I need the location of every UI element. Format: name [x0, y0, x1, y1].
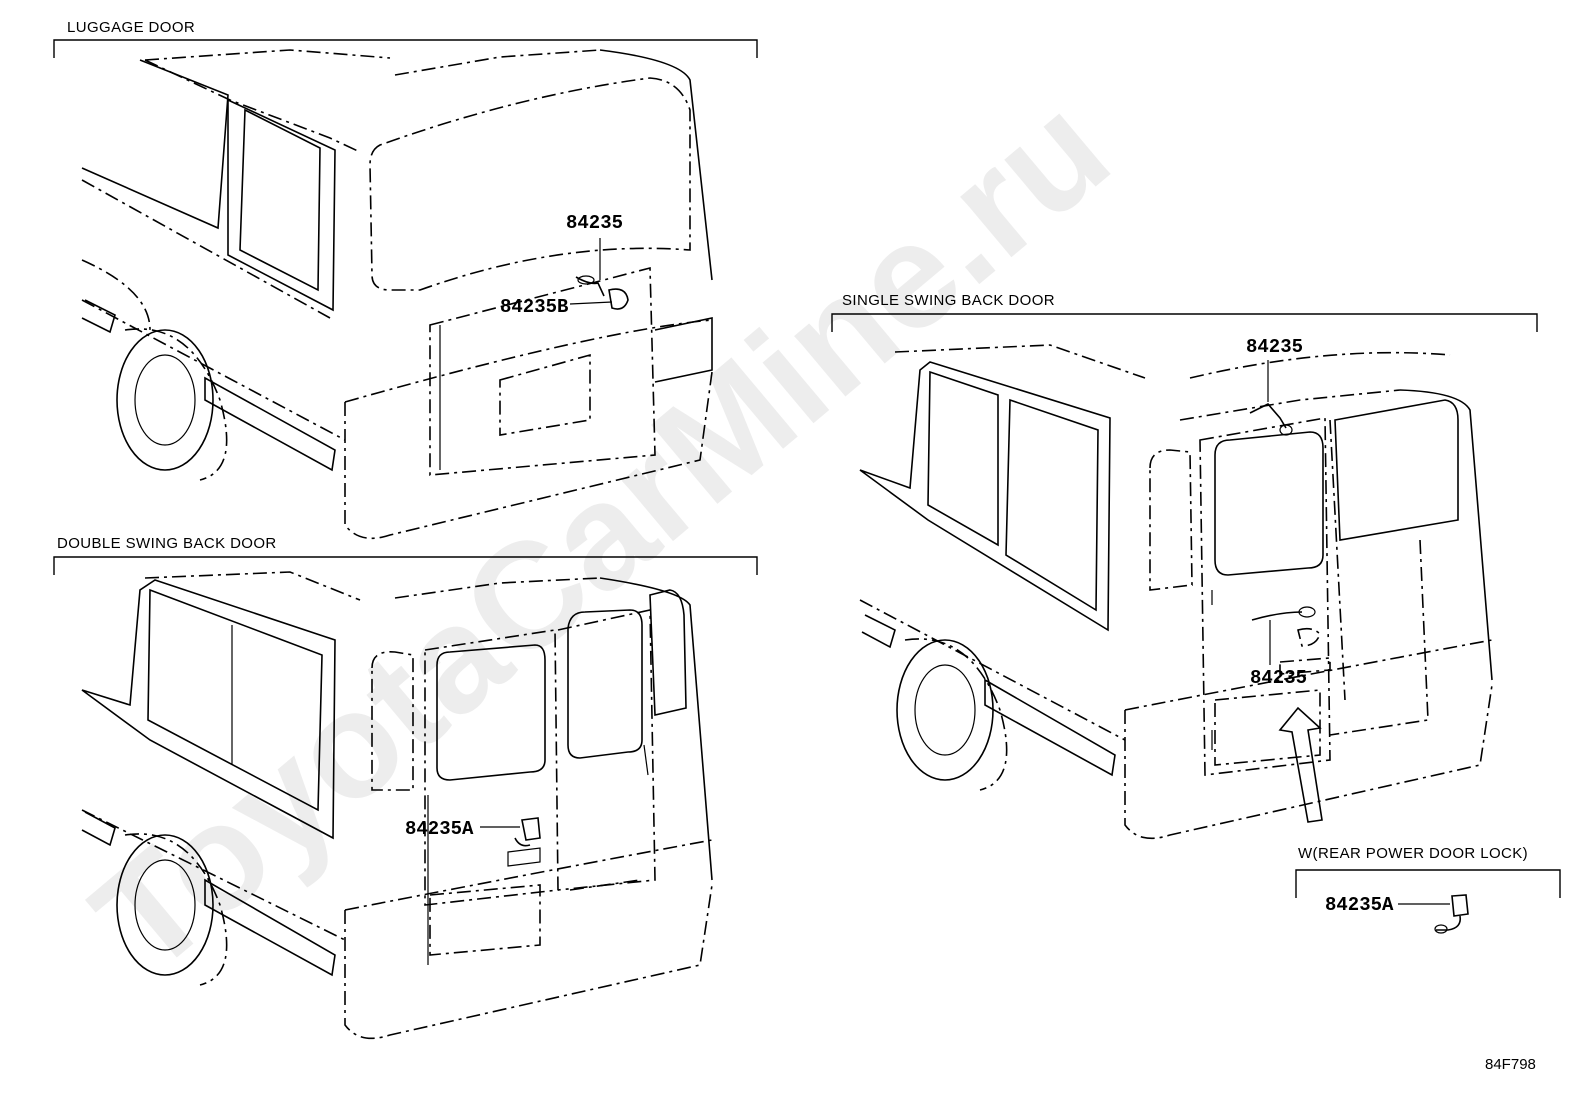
section-title-double-swing: DOUBLE SWING BACK DOOR — [57, 535, 277, 552]
bracket-single-swing — [831, 313, 1538, 332]
bracket-luggage-door — [53, 39, 758, 58]
part-label-84235-single-bottom: 84235 — [1250, 667, 1307, 689]
van-drawing-luggage — [81, 49, 713, 540]
part-drawing-84235a — [1398, 894, 1469, 934]
section-title-single-swing: SINGLE SWING BACK DOOR — [842, 292, 1055, 309]
part-label-84235-luggage: 84235 — [566, 212, 623, 234]
section-luggage-door: LUGGAGE DOOR — [53, 19, 758, 540]
bracket-rear-power-door-lock — [1295, 869, 1561, 898]
van-drawing-double-swing — [81, 571, 713, 1040]
figure-code: 84F798 — [1485, 1056, 1536, 1073]
bracket-double-swing — [53, 556, 758, 575]
section-rear-power-door-lock: W(REAR POWER DOOR LOCK) 84235A — [1295, 845, 1561, 934]
part-label-84235b: 84235B — [500, 296, 568, 318]
part-label-84235a-double: 84235A — [405, 818, 474, 840]
part-label-84235-single-top: 84235 — [1246, 336, 1303, 358]
section-double-swing-back-door: DOUBLE SWING BACK DOOR — [53, 535, 758, 1040]
part-label-84235a-power: 84235A — [1325, 894, 1394, 916]
section-single-swing-back-door: SINGLE SWING BACK DOOR — [831, 292, 1538, 840]
section-title-rear-power-door-lock: W(REAR POWER DOOR LOCK) — [1298, 845, 1528, 862]
van-drawing-single-swing — [859, 344, 1493, 840]
section-title-luggage-door: LUGGAGE DOOR — [67, 19, 195, 36]
